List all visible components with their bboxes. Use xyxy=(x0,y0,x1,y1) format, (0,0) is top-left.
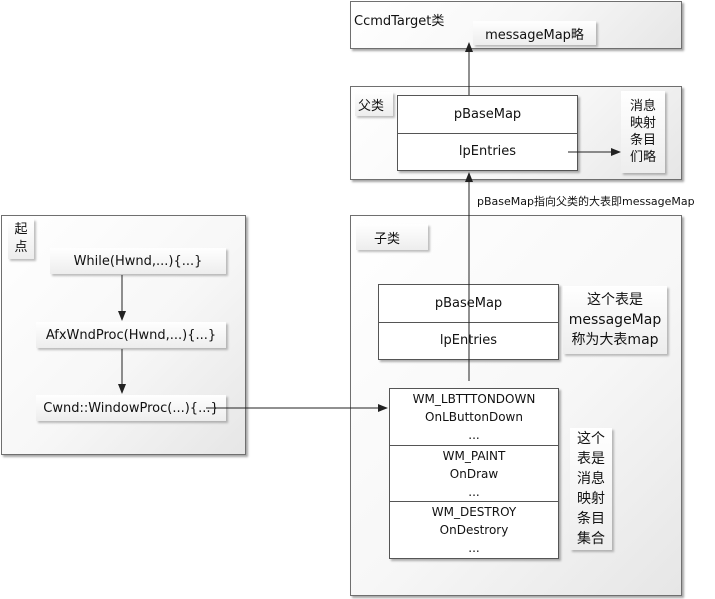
while-loop-node: While(Hwnd,...){...} xyxy=(50,248,226,274)
message-entry: WM_LBTTTONDOWN OnLButtonDown ... xyxy=(390,389,558,445)
parent-note-line: 条目 xyxy=(629,133,656,148)
pbasemap-edge-label: pBaseMap指向父类的大表即messageMap xyxy=(477,193,695,209)
child-entries-note-line: 消息 xyxy=(577,471,605,487)
start-title-line: 起 xyxy=(14,222,28,237)
parent-note-line: 映射 xyxy=(629,116,656,131)
child-table-note-line: messageMap xyxy=(568,312,662,328)
afxwndproc-node: AfxWndProc(Hwnd,...){...} xyxy=(36,322,226,348)
parent-pbasemap-field: pBaseMap xyxy=(453,106,522,122)
child-entries-note-line: 集合 xyxy=(577,531,605,547)
message-entry: WM_DESTROY OnDestrory ... xyxy=(390,501,558,558)
start-title: 起 点 xyxy=(8,219,34,259)
child-table-note: 这个表是 messageMap 称为大表map xyxy=(563,286,667,354)
child-entries-note: 这个 表是 消息 映射 条目 集合 xyxy=(570,428,612,550)
message-entry: WM_PAINT OnDraw ... xyxy=(390,444,558,502)
parent-note-line: 们略 xyxy=(629,150,656,165)
entry-handler: OnDestrory xyxy=(439,523,509,538)
parent-class-title: 父类 xyxy=(355,92,393,116)
child-entries-note-line: 映射 xyxy=(577,491,605,507)
entry-handler: OnLButtonDown xyxy=(425,409,523,424)
start-title-line: 点 xyxy=(14,240,28,255)
entry-message: WM_LBTTTONDOWN xyxy=(412,391,536,406)
entry-message: WM_PAINT xyxy=(442,448,506,463)
entry-more: ... xyxy=(468,541,480,556)
parent-note-line: 消息 xyxy=(629,99,656,114)
entry-more: ... xyxy=(468,427,480,442)
parent-entries-note: 消息 映射 条目 们略 xyxy=(621,91,665,173)
entry-more: ... xyxy=(468,484,480,499)
child-entries-note-line: 这个 xyxy=(577,431,605,447)
child-entries-note-line: 表是 xyxy=(577,451,605,467)
entry-message: WM_DESTROY xyxy=(431,505,517,520)
ccmdtarget-title: CcmdTarget类 xyxy=(354,14,445,29)
child-table-note-line: 称为大表map xyxy=(571,332,659,348)
windowproc-node: Cwnd::WindowProc(...){...} xyxy=(36,395,226,421)
child-class-title: 子类 xyxy=(356,224,428,250)
message-entries-table: WM_LBTTTONDOWN OnLButtonDown ... WM_PAIN… xyxy=(389,388,559,559)
child-entries-note-line: 条目 xyxy=(577,511,605,527)
parent-map-box: pBaseMap lpEntries xyxy=(397,95,578,171)
parent-lpentries-field: lpEntries xyxy=(398,132,577,171)
entry-handler: OnDraw xyxy=(449,466,499,481)
message-map-tag: messageMap略 xyxy=(473,21,596,45)
child-table-note-line: 这个表是 xyxy=(587,292,643,308)
